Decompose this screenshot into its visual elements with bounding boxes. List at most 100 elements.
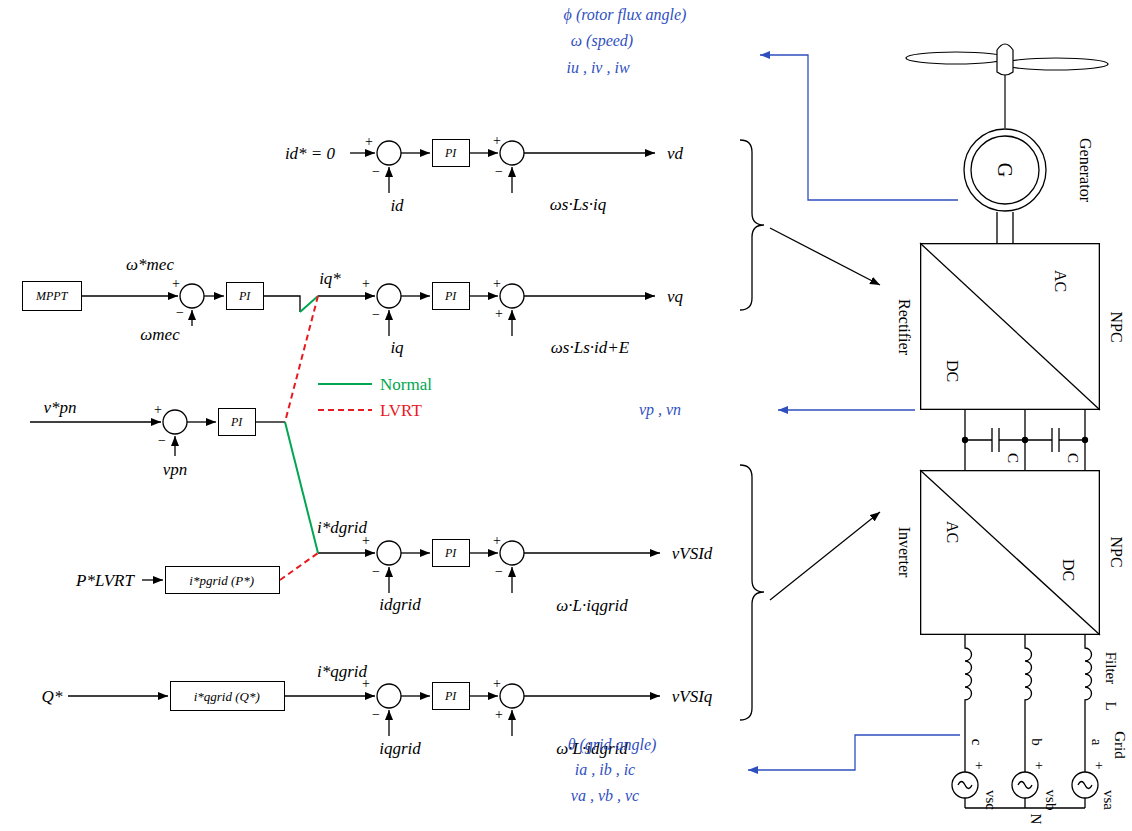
signal-label: ωmec bbox=[140, 326, 179, 343]
measurement-label: ω (speed) bbox=[571, 33, 633, 49]
signal-arrow bbox=[511, 167, 512, 193]
component-label: N bbox=[1028, 814, 1043, 825]
sign-symbol: + bbox=[975, 759, 983, 773]
signal-arrow bbox=[524, 552, 660, 553]
normal-path bbox=[318, 383, 372, 385]
sign-symbol: + bbox=[1035, 759, 1043, 773]
signal-arrow bbox=[318, 295, 375, 296]
signal-label: vVSId bbox=[672, 545, 713, 562]
measurement-arrow bbox=[760, 55, 958, 200]
sign-symbol: − bbox=[176, 306, 184, 320]
box-text: PI bbox=[239, 290, 250, 302]
signal-arrow bbox=[187, 421, 216, 422]
lvrt-path bbox=[318, 409, 372, 411]
signal-arrow bbox=[82, 295, 178, 296]
wind-turbine bbox=[1004, 74, 1005, 128]
converter-diagonal bbox=[920, 470, 1100, 635]
sign-symbol: + bbox=[493, 134, 501, 148]
component-label: vsb bbox=[1043, 790, 1058, 811]
power-connection bbox=[997, 212, 1013, 243]
power-connection bbox=[965, 410, 1085, 470]
summing-junction bbox=[163, 141, 524, 708]
signal-label: v*pn bbox=[43, 399, 76, 416]
signal-label: id bbox=[390, 197, 403, 214]
box-text: PI bbox=[445, 690, 456, 702]
signal-wire bbox=[256, 421, 285, 422]
signal-label: P*LVRT bbox=[76, 572, 134, 589]
generator-symbol-label: G bbox=[995, 163, 1015, 177]
box-text: PI bbox=[445, 547, 456, 559]
current-reference-block: i*pgrid (P*) bbox=[165, 566, 280, 594]
ac-side-label: AC bbox=[1052, 270, 1068, 292]
signal-arrow bbox=[30, 421, 161, 422]
pi-controller: PI bbox=[432, 139, 470, 167]
signal-arrow bbox=[174, 436, 175, 456]
normal-path bbox=[285, 296, 372, 553]
lvrt-path bbox=[280, 296, 372, 580]
sign-symbol: − bbox=[372, 565, 380, 579]
component-label: C bbox=[1005, 453, 1020, 463]
signal-wire bbox=[264, 296, 300, 312]
sign-symbol: + bbox=[495, 708, 503, 722]
generator-outline bbox=[971, 136, 1039, 204]
signal-arrow bbox=[388, 710, 389, 736]
sign-symbol: + bbox=[495, 307, 503, 321]
signal-arrow bbox=[511, 567, 512, 593]
sign-symbol: + bbox=[362, 534, 370, 548]
signal-arrow bbox=[524, 295, 655, 296]
measurement-label: vp , vn bbox=[639, 402, 681, 418]
current-reference-block: i*qgrid (Q*) bbox=[170, 681, 285, 711]
signal-arrow bbox=[511, 310, 512, 336]
box-text: MPPT bbox=[36, 290, 67, 302]
sign-symbol: + bbox=[1095, 759, 1103, 773]
pi-controller: PI bbox=[432, 282, 470, 310]
signal-label: iqgrid bbox=[379, 740, 421, 757]
sign-symbol: − bbox=[158, 434, 166, 448]
signal-arrow bbox=[285, 695, 375, 696]
measurement-arrow bbox=[748, 55, 960, 770]
signal-arrow bbox=[388, 567, 389, 593]
measurement-arrow bbox=[748, 735, 960, 770]
signal-label: vVSIq bbox=[672, 688, 713, 705]
signal-arrow bbox=[524, 152, 655, 153]
signal-label: ω·L·iqgrid bbox=[556, 597, 628, 614]
wind-turbine bbox=[1004, 58, 1108, 70]
signal-label: idgrid bbox=[379, 596, 421, 613]
legend-text: LVRT bbox=[380, 401, 422, 420]
legend-item: Normal bbox=[380, 376, 432, 393]
measurement-label: ϕ (rotor flux angle) bbox=[564, 7, 687, 23]
filter-and-grid bbox=[965, 635, 972, 772]
signal-label: iq bbox=[390, 339, 403, 356]
filter-and-grid bbox=[1025, 635, 1032, 772]
ac-side-label: AC bbox=[944, 521, 960, 543]
component-label: Filter bbox=[1103, 652, 1118, 685]
signal-label: i*qgrid bbox=[317, 663, 367, 680]
signal-arrow bbox=[388, 167, 389, 193]
signal-arrow bbox=[770, 228, 880, 285]
sign-symbol: − bbox=[372, 708, 380, 722]
generator-label: Generator bbox=[1077, 138, 1093, 202]
signal-arrow bbox=[470, 552, 498, 553]
signal-arrow bbox=[770, 512, 880, 600]
component-label: b bbox=[1029, 738, 1044, 746]
box-text: i*pgrid (P*) bbox=[189, 573, 254, 586]
box-text: PI bbox=[231, 416, 242, 428]
component-label: c bbox=[969, 739, 984, 746]
inverter: ACDCInverterNPC bbox=[920, 470, 1100, 635]
generator: GGenerator bbox=[963, 128, 1047, 212]
sign-symbol: + bbox=[493, 534, 501, 548]
signal-arrow bbox=[68, 695, 168, 696]
signal-arrow bbox=[204, 295, 224, 296]
wind-turbine bbox=[906, 52, 1006, 64]
measurement-label: ia , ib , ic bbox=[575, 762, 635, 778]
converter-name: Rectifier bbox=[896, 299, 912, 355]
summing-junction bbox=[500, 684, 524, 708]
signal-label: iq* bbox=[319, 270, 341, 287]
sign-symbol: − bbox=[372, 165, 380, 179]
sign-symbol: − bbox=[495, 165, 503, 179]
signal-arrow bbox=[470, 295, 498, 296]
filter-and-grid bbox=[952, 635, 1098, 808]
signal-arrow bbox=[318, 552, 375, 553]
pi-controller: PI bbox=[218, 408, 256, 436]
